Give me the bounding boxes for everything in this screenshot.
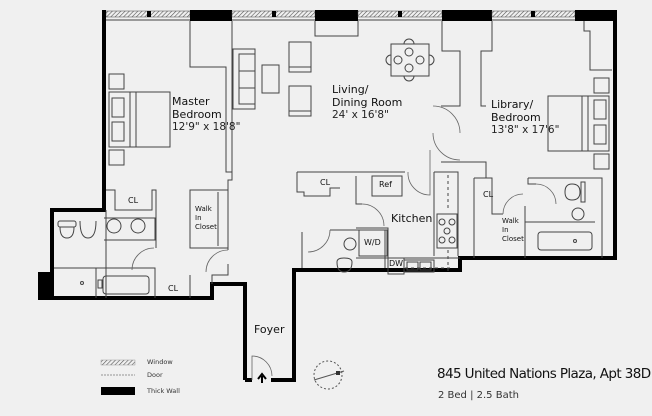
- room-name: Dining Room: [332, 95, 403, 109]
- legend-window-label: Window: [147, 358, 173, 366]
- bath-fixtures: [57, 181, 593, 295]
- dishwasher-label: DW: [389, 259, 404, 268]
- room-dimensions: 24' x 16'8": [332, 109, 389, 122]
- library-closet-label: CL: [483, 190, 494, 199]
- legend-door-label: Door: [147, 371, 163, 379]
- label-line: In: [502, 226, 509, 235]
- legend-window-swatch: [100, 359, 136, 366]
- master-closet-label: CL: [128, 196, 139, 205]
- label-line: Closet: [502, 235, 524, 244]
- top-wall: [102, 10, 617, 21]
- compass-icon: [313, 360, 345, 390]
- master-bedroom-label: Master Bedroom 12'9" x 18'8": [172, 95, 241, 134]
- living-dining-label: Living/ Dining Room 24' x 16'8": [332, 83, 403, 122]
- living-closet-label: CL: [320, 178, 331, 187]
- room-name: Library/: [491, 98, 534, 111]
- room-name: Master: [172, 95, 210, 108]
- master-walk-in-closet-label: Walk In Closet: [195, 205, 217, 232]
- living-furniture: [232, 38, 435, 117]
- thick-walls: [50, 10, 617, 382]
- kitchen-appliances: [358, 175, 458, 275]
- label-line: Walk: [502, 217, 519, 225]
- room-name: Living/: [332, 83, 369, 96]
- room-dimensions: 12'9" x 18'8": [172, 121, 241, 134]
- listing-address: 845 United Nations Plaza, Apt 38D: [437, 366, 651, 382]
- entry-arrow-icon: [257, 372, 267, 383]
- legend-thick-wall-label: Thick Wall: [147, 387, 180, 395]
- thick-wall-block: [38, 272, 52, 300]
- hall-closet-label: CL: [168, 284, 179, 293]
- label-line: In: [195, 214, 202, 223]
- legend-thick-wall-swatch: [101, 387, 135, 395]
- room-dimensions: 13'8" x 17'6": [491, 124, 560, 137]
- room-name: Bedroom: [491, 110, 541, 124]
- label-line: Closet: [195, 223, 217, 232]
- library-walk-in-closet-label: Walk In Closet: [502, 217, 524, 244]
- master-bed: [108, 73, 171, 166]
- label-line: Walk: [195, 205, 212, 213]
- kitchen-label: Kitchen: [391, 212, 433, 225]
- library-bed: [547, 77, 610, 170]
- foyer-label: Foyer: [254, 323, 285, 336]
- library-bedroom-label: Library/ Bedroom 13'8" x 17'6": [491, 98, 560, 137]
- washer-dryer-label: W/D: [364, 238, 381, 247]
- listing-bed-bath-summary: 2 Bed | 2.5 Bath: [438, 390, 519, 401]
- refrigerator-label: Ref: [379, 180, 392, 189]
- room-name: Bedroom: [172, 107, 222, 121]
- door-swings: [131, 105, 557, 380]
